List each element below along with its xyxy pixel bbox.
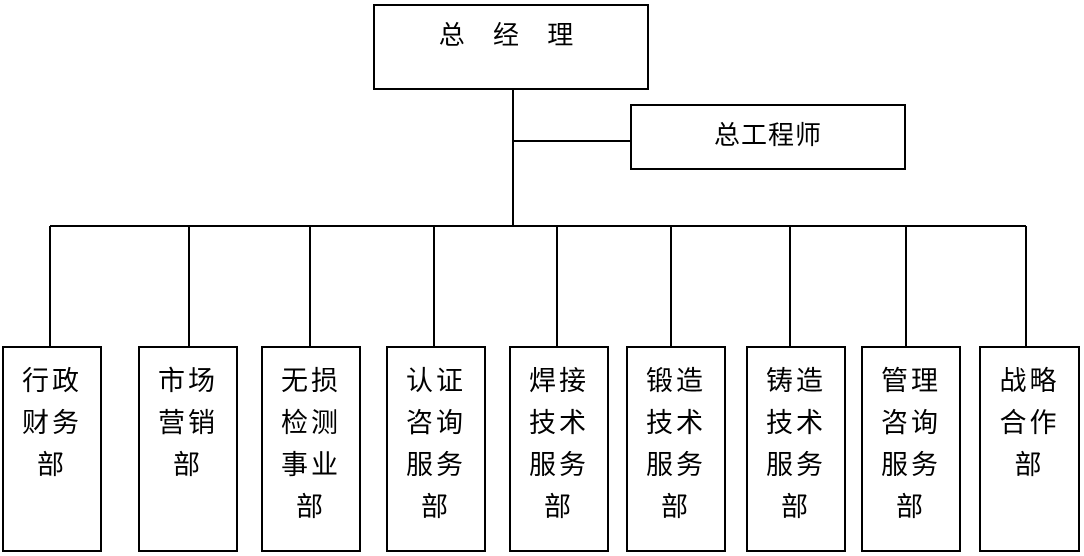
dept-box-strategic-cooperation: 战略 合作 部: [979, 346, 1080, 552]
general-manager-label: 总 经 理: [438, 21, 584, 51]
dept-box-ndt: 无损 检测 事业 部: [261, 346, 361, 552]
dept-label: 战略 合作 部: [981, 361, 1078, 487]
dept-label-line: 服务: [881, 450, 941, 481]
dept-box-admin-finance: 行政 财务 部: [2, 346, 102, 552]
dept-label-line: 认证: [406, 366, 466, 397]
dept-label-line: 铸造: [766, 366, 826, 397]
dept-label-line: 部: [421, 492, 451, 523]
dept-label-line: 咨询: [406, 408, 466, 439]
dept-label-line: 部: [544, 492, 574, 523]
dept-label-line: 检测: [281, 408, 341, 439]
dept-label-line: 营销: [158, 408, 218, 439]
dept-label: 认证 咨询 服务 部: [388, 361, 484, 529]
dept-box-forging: 锻造 技术 服务 部: [626, 346, 726, 552]
dept-label-line: 事业: [281, 450, 341, 481]
dept-label-line: 服务: [529, 450, 589, 481]
dept-label-line: 部: [173, 450, 203, 481]
dept-label-line: 部: [1014, 450, 1045, 481]
dept-label-line: 部: [896, 492, 926, 523]
dept-label-line: 部: [661, 492, 691, 523]
dept-label: 管理 咨询 服务 部: [863, 361, 959, 529]
dept-label: 无损 检测 事业 部: [263, 361, 359, 529]
dept-label-line: 服务: [766, 450, 826, 481]
dept-label: 锻造 技术 服务 部: [628, 361, 724, 529]
dept-label-line: 市场: [158, 366, 218, 397]
dept-box-marketing: 市场 营销 部: [138, 346, 238, 552]
dept-label: 市场 营销 部: [140, 361, 236, 487]
dept-label: 行政 财务 部: [4, 361, 100, 487]
dept-label-line: 部: [781, 492, 811, 523]
dept-label-line: 技术: [646, 408, 706, 439]
dept-label-line: 服务: [406, 450, 466, 481]
dept-label-line: 锻造: [646, 366, 706, 397]
dept-label-line: 财务: [22, 408, 82, 439]
dept-label: 焊接 技术 服务 部: [511, 361, 607, 529]
chief-engineer-box: 总工程师: [630, 104, 906, 170]
chief-engineer-label: 总工程师: [713, 121, 822, 151]
dept-label-line: 技术: [529, 408, 589, 439]
dept-label-line: 技术: [766, 408, 826, 439]
dept-label-line: 部: [296, 492, 326, 523]
dept-box-casting: 铸造 技术 服务 部: [746, 346, 846, 552]
dept-box-welding: 焊接 技术 服务 部: [509, 346, 609, 552]
dept-label-line: 服务: [646, 450, 706, 481]
dept-label: 铸造 技术 服务 部: [748, 361, 844, 529]
general-manager-box: 总 经 理: [373, 4, 649, 90]
dept-label-line: 合作: [999, 408, 1060, 439]
dept-label-line: 无损: [281, 366, 341, 397]
dept-label-line: 咨询: [881, 408, 941, 439]
dept-label-line: 战略: [999, 366, 1060, 397]
dept-label-line: 部: [37, 450, 67, 481]
dept-box-management-consulting: 管理 咨询 服务 部: [861, 346, 961, 552]
dept-label-line: 管理: [881, 366, 941, 397]
dept-box-certification: 认证 咨询 服务 部: [386, 346, 486, 552]
dept-label-line: 焊接: [529, 366, 589, 397]
dept-label-line: 行政: [22, 366, 82, 397]
